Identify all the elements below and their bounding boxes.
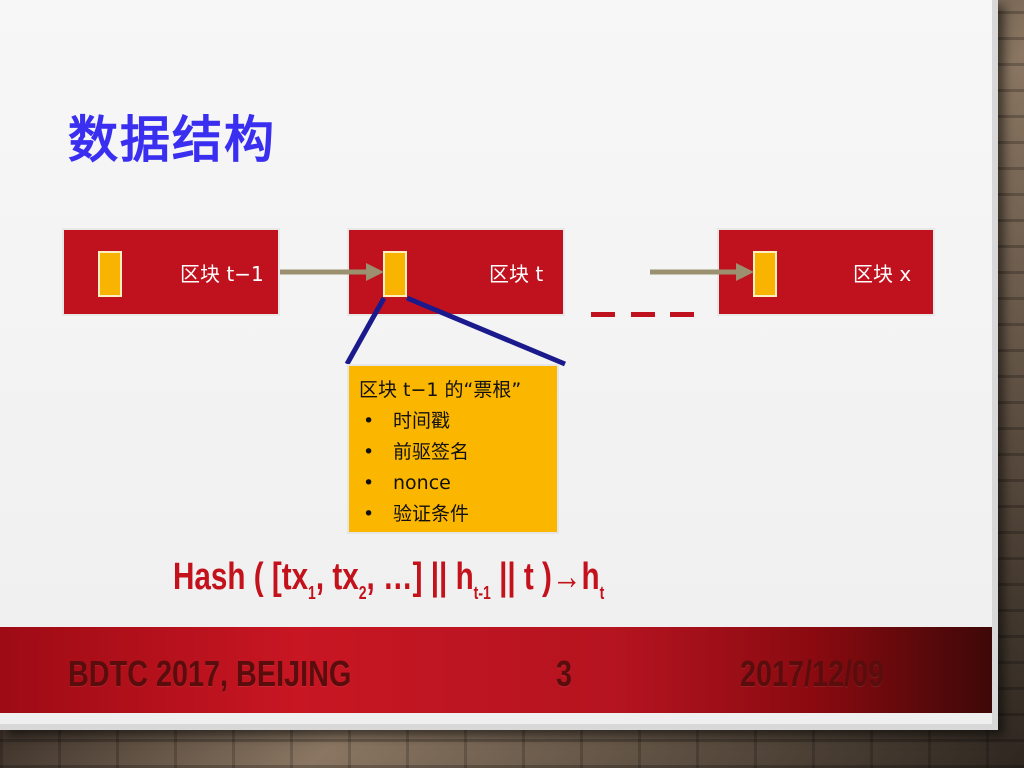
ellipsis-dash (591, 312, 615, 317)
callout-line-left (344, 296, 387, 366)
block-x: 区块 x (719, 230, 933, 314)
formula-h-prev: h (455, 556, 474, 598)
formula-hash: Hash (173, 556, 246, 598)
formula-mid: || t ) (490, 556, 552, 598)
ellipsis-dash (670, 312, 694, 317)
list-item: 前驱签名 (359, 437, 557, 468)
connectors (280, 263, 754, 367)
link-arrow (280, 263, 384, 281)
block-t-minus-1: 区块 t−1 (64, 230, 278, 314)
slide: 数据结构 区块 t−1 区块 t 区块 x 区块 t−1 的“票根” 时间戳 前… (0, 0, 998, 730)
list-item: 验证条件 (359, 499, 557, 530)
ellipsis-dash (631, 312, 655, 317)
block-hash-marker (98, 251, 122, 297)
block-hash-marker (753, 251, 777, 297)
arrow-icon: → (551, 556, 582, 598)
block-label: 区块 t−1 (180, 262, 264, 286)
block-label: 区块 t (489, 262, 544, 286)
block-hash-marker (383, 251, 407, 297)
callout-heading: 区块 t−1 的“票根” (359, 379, 522, 401)
formula-ellipsis: , …] || (366, 556, 456, 598)
formula-sub-2: 2 (358, 583, 367, 603)
footer-page-number: 3 (556, 653, 573, 694)
stub-callout: 区块 t−1 的“票根” 时间戳 前驱签名 nonce 验证条件 (347, 364, 559, 534)
callout-list: 时间戳 前驱签名 nonce 验证条件 (359, 406, 557, 530)
footer-bar: BDTC 2017, BEIJING 3 2017/12/09 (0, 627, 992, 713)
formula-h-t: h (581, 556, 600, 598)
block-t: 区块 t (349, 230, 563, 314)
formula-tx1: tx (281, 556, 309, 598)
formula-comma: , (315, 556, 333, 598)
formula-open: ( [ (245, 556, 282, 598)
link-arrow (650, 263, 754, 281)
list-item: 时间戳 (359, 406, 557, 437)
slide-title: 数据结构 (68, 111, 276, 169)
footer-event: BDTC 2017, BEIJING (68, 653, 352, 694)
footer-date: 2017/12/09 (740, 653, 885, 694)
formula-sub-1: 1 (308, 583, 316, 603)
list-item: nonce (359, 468, 557, 499)
hash-formula: Hash ( [tx1, tx2, …] || ht-1 || t )→ht (173, 556, 604, 604)
formula-sub-t: t (599, 583, 605, 603)
formula-sub-t-1: t-1 (473, 583, 491, 603)
formula-tx2: tx (332, 556, 359, 598)
block-label: 区块 x (853, 262, 912, 286)
callout-line-right (406, 295, 566, 367)
